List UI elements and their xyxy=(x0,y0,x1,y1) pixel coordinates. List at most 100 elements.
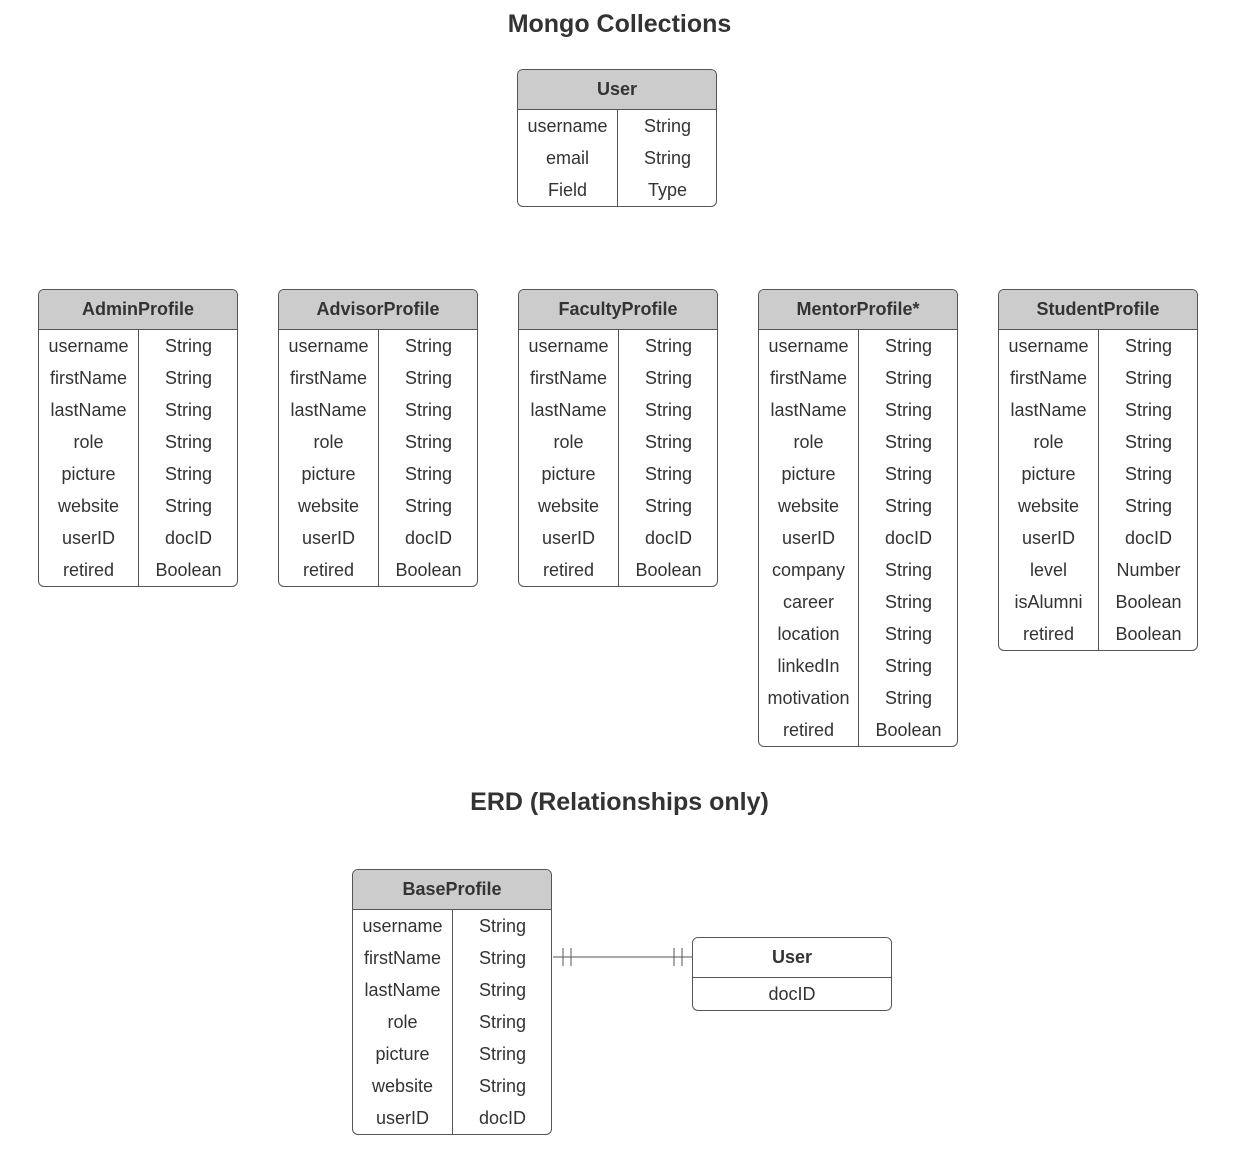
field-name: userID xyxy=(301,528,355,548)
field-type: Type xyxy=(647,180,688,200)
field-name: userID xyxy=(781,528,835,548)
field-name: role xyxy=(793,432,824,452)
field-row: userID docID xyxy=(279,522,477,554)
field-type: String xyxy=(164,496,213,516)
field-type: String xyxy=(884,336,933,356)
field-type: docID xyxy=(404,528,453,548)
field-type: String xyxy=(1124,336,1173,356)
field-name: username xyxy=(528,336,609,356)
entity-header: AdminProfile xyxy=(39,290,237,330)
field-type: docID xyxy=(884,528,933,548)
field-name: picture xyxy=(61,464,116,484)
field-name: website xyxy=(57,496,120,516)
field-type: String xyxy=(404,368,453,388)
field-type: String xyxy=(644,336,693,356)
field-type: String xyxy=(404,336,453,356)
field-name: location xyxy=(777,624,840,644)
field-name: isAlumni xyxy=(1014,592,1083,612)
field-name: firstName xyxy=(363,948,441,968)
field-row: username String xyxy=(519,330,717,362)
field-type: String xyxy=(884,432,933,452)
column-divider xyxy=(618,330,619,586)
field-type: String xyxy=(1124,432,1173,452)
field-name: lastName xyxy=(770,400,847,420)
field-row: role String xyxy=(39,426,237,458)
field-name: role xyxy=(387,1012,418,1032)
field-row: userID docID xyxy=(759,522,957,554)
user-collection-table[interactable]: User username String email String Field … xyxy=(517,69,717,207)
field-type: Boolean xyxy=(635,560,702,580)
field-row: website String xyxy=(39,490,237,522)
field-name: userID xyxy=(541,528,595,548)
field-row: linkedIn String xyxy=(759,650,957,682)
column-divider xyxy=(138,330,139,586)
field-type: Boolean xyxy=(1115,592,1182,612)
field-row: email String xyxy=(518,142,716,174)
field-name: picture xyxy=(541,464,596,484)
field-type: String xyxy=(1124,496,1173,516)
field-name: retired xyxy=(62,560,115,580)
field-type: String xyxy=(164,432,213,452)
entity-header: AdvisorProfile xyxy=(279,290,477,330)
mongo-collections-title: Mongo Collections xyxy=(507,10,732,38)
field-type: docID xyxy=(644,528,693,548)
field-type: String xyxy=(884,656,933,676)
field-name: userID xyxy=(375,1108,429,1128)
field-name: picture xyxy=(301,464,356,484)
field-name: picture xyxy=(1021,464,1076,484)
entity-header: FacultyProfile xyxy=(519,290,717,330)
field-row: Field Type xyxy=(518,174,716,206)
entity-header: User xyxy=(693,938,891,978)
field-type: Boolean xyxy=(395,560,462,580)
field-name: website xyxy=(297,496,360,516)
field-name: lastName xyxy=(50,400,127,420)
field-type: String xyxy=(644,400,693,420)
field-row: userID docID xyxy=(519,522,717,554)
field-name: linkedIn xyxy=(777,656,840,676)
field-name: userID xyxy=(61,528,115,548)
field-type: String xyxy=(884,624,933,644)
erd-user-table[interactable]: User docID xyxy=(692,937,892,1011)
field-type: String xyxy=(478,1076,527,1096)
field-type: String xyxy=(884,592,933,612)
field-name: role xyxy=(73,432,104,452)
field-type: String xyxy=(478,1012,527,1032)
field-type: String xyxy=(643,148,692,168)
field-type: String xyxy=(884,496,933,516)
field-type: Boolean xyxy=(1115,624,1182,644)
field-name: firstName xyxy=(529,368,607,388)
field-name: username xyxy=(288,336,369,356)
field-name: lastName xyxy=(1010,400,1087,420)
field-row: username String xyxy=(518,110,716,142)
